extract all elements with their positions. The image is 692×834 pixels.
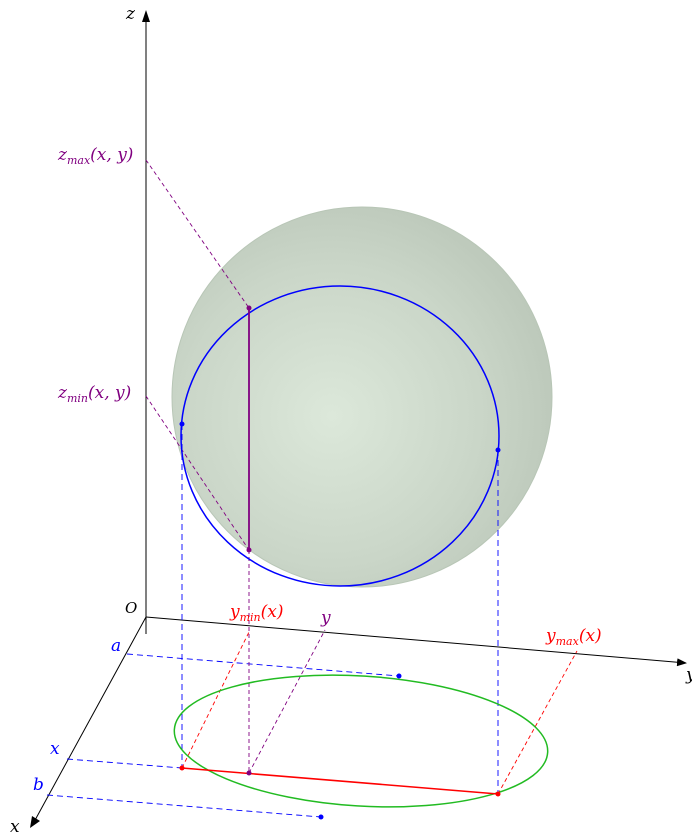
point-zmin	[246, 547, 252, 553]
projection-ellipse	[173, 674, 549, 808]
y-point-label: y	[320, 608, 331, 628]
red-dashed-lines	[181, 629, 578, 795]
sphere	[171, 206, 553, 588]
a-label: a	[111, 636, 121, 656]
point-circle-right	[495, 447, 501, 453]
point-ellipse-top	[396, 673, 402, 679]
point-ymax	[495, 791, 501, 797]
y-range-segment	[181, 767, 499, 795]
x-axis	[33, 616, 147, 823]
x-value-label: x	[50, 739, 60, 759]
zmin-label: zmin(x, y)	[57, 383, 131, 405]
point-zmax	[246, 305, 252, 311]
b-label: b	[33, 775, 44, 795]
x-axis-arrow	[30, 816, 40, 828]
x-axis-label: x	[10, 817, 20, 834]
point-ymin	[179, 765, 185, 771]
blue-dashed-projections	[46, 424, 499, 818]
z-axis-label: z	[125, 4, 136, 24]
origin-label: O	[125, 599, 137, 617]
point-y	[246, 770, 252, 776]
z-axis-arrow	[142, 10, 150, 22]
y-axis-label: y	[685, 665, 692, 685]
ymax-label: ymax(x)	[545, 626, 602, 648]
zmax-label: zmax(x, y)	[57, 145, 133, 167]
points	[179, 305, 501, 820]
y-axis	[145, 616, 687, 667]
purple-dashed-lines	[145, 159, 326, 774]
intersection-circle	[180, 285, 500, 587]
point-circle-left	[179, 421, 185, 427]
point-ellipse-bottom	[318, 814, 324, 820]
ymin-label: ymin(x)	[229, 602, 284, 624]
